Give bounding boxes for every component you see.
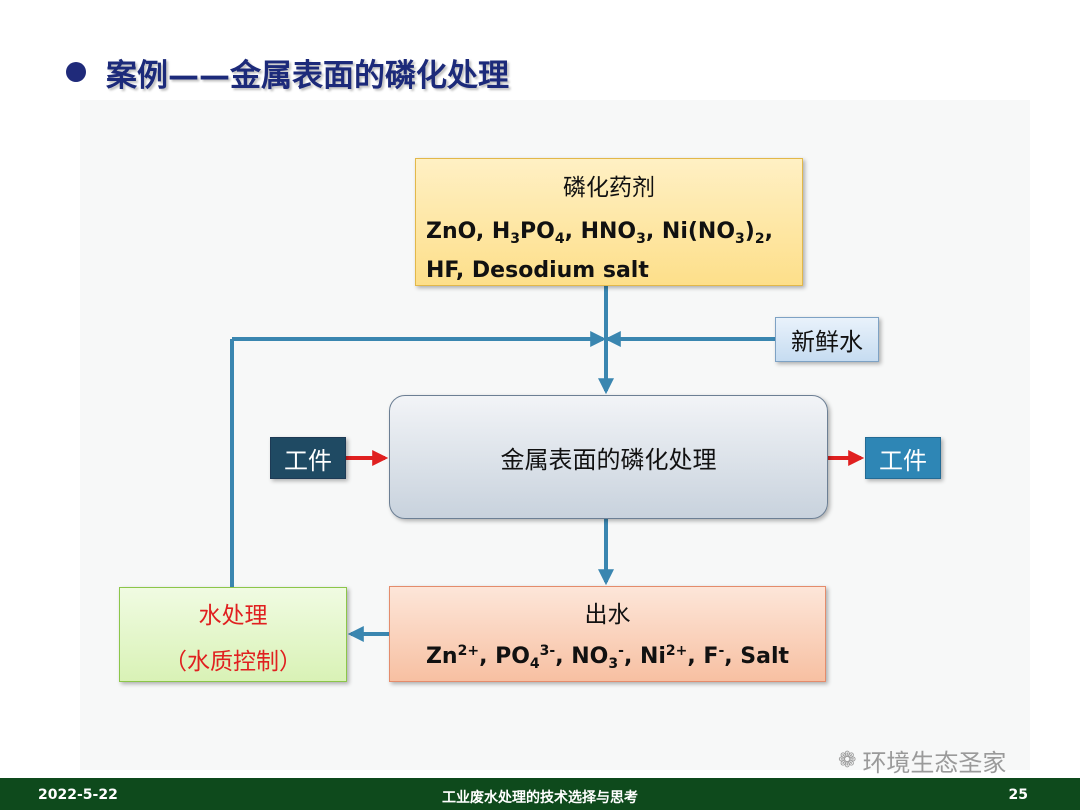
formula-part: , Ni [623, 644, 666, 669]
formula-part: 2 [754, 231, 765, 247]
formula-part: , PO [479, 644, 530, 669]
formula-part: 3 [735, 231, 745, 247]
formula-part: Zn [425, 644, 458, 669]
formula-part: - [618, 643, 624, 659]
formula-part: 3 [636, 231, 646, 247]
footer-date: 2022-5-22 [38, 787, 118, 803]
formula-part: 2+ [457, 643, 480, 659]
formula-part: , HNO [564, 219, 637, 244]
chemicals-formula-line1: ZnO, H3PO4, HNO3, Ni(NO3)2, [426, 216, 802, 255]
footer-title: 工业废水处理的技术选择与思考 [442, 790, 638, 806]
formula-part: 3- [539, 643, 556, 659]
chemicals-label: 磷化药剂 [563, 175, 655, 201]
formula-part: 4 [554, 231, 565, 247]
effluent-box: 出水 Zn2+, PO43-, NO3-, Ni2+, F-, Salt [389, 586, 826, 682]
chemicals-formula-line2: HF, Desodium salt [426, 258, 649, 283]
treatment-sublabel: （水质控制） [164, 649, 302, 675]
slide-title-row: 案例——金属表面的磷化处理 [66, 50, 509, 94]
wechat-icon: ❁ [838, 748, 857, 773]
page-number: 25 [1008, 787, 1028, 803]
bullet-icon [66, 62, 86, 82]
formula-part: PO [520, 219, 555, 244]
formula-part: , Ni(NO [645, 219, 736, 244]
formula-part: 2+ [665, 643, 688, 659]
formula-part: ZnO, H [426, 219, 511, 244]
formula-part: , NO [555, 644, 609, 669]
effluent-formula: Zn2+, PO43-, NO3-, Ni2+, F-, Salt [390, 643, 825, 672]
footer-bar: 2022-5-22 工业废水处理的技术选择与思考 25 [0, 778, 1080, 810]
formula-part: 3 [608, 656, 619, 672]
phosphating-chemicals-box: 磷化药剂 ZnO, H3PO4, HNO3, Ni(NO3)2, HF, Des… [415, 158, 803, 286]
formula-part: ) [744, 219, 755, 244]
slide-title: 案例——金属表面的磷化处理 [106, 57, 509, 94]
treatment-label: 水处理 [198, 603, 268, 629]
fresh-water-box: 新鲜水 [775, 317, 879, 362]
workpiece-out-box: 工件 [865, 437, 941, 479]
formula-part: 3 [510, 231, 521, 247]
workpiece-in-box: 工件 [270, 437, 346, 479]
formula-part: , F [687, 644, 719, 669]
watermark-text: 环境生态圣家 [862, 749, 1007, 777]
process-box: 金属表面的磷化处理 [389, 395, 828, 519]
chemicals-formula: ZnO, H3PO4, HNO3, Ni(NO3)2, HF, Desodium… [426, 216, 802, 287]
formula-part: , Salt [724, 644, 790, 669]
formula-part: , [764, 219, 773, 244]
water-treatment-box: 水处理 （水质控制） [119, 587, 347, 682]
formula-part: 4 [529, 656, 540, 672]
formula-part: - [718, 643, 725, 659]
watermark: ❁ 环境生态圣家 [838, 743, 1006, 778]
effluent-label: 出水 [584, 602, 631, 628]
